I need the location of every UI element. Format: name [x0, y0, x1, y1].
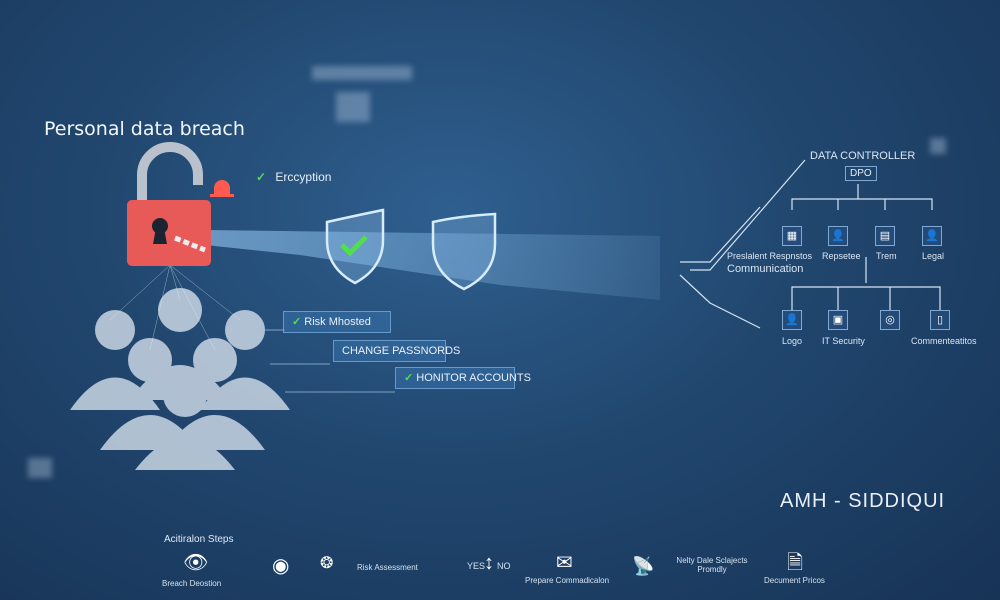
- card-icon: ▤: [875, 226, 895, 246]
- org-chart-lines: [791, 184, 941, 310]
- shield-check-icon: [325, 208, 385, 285]
- action-change-passwords[interactable]: CHANGE PASSNORDS: [333, 340, 460, 362]
- people-group-icon: [70, 288, 290, 470]
- org-dpo[interactable]: DPO: [845, 166, 877, 181]
- satellite-icon: 📡: [632, 556, 655, 576]
- org-communication: Communication: [727, 263, 804, 275]
- step-label: Decument Pricos: [764, 576, 825, 585]
- person-icon: 👤: [828, 226, 848, 246]
- person-icon: 👤: [782, 310, 802, 330]
- encryption-item: ✓ Erccyption: [256, 170, 332, 184]
- chart-icon: ▦: [782, 226, 802, 246]
- org-label: Legal: [922, 251, 945, 261]
- blurred-square: [336, 92, 370, 122]
- org-label: IT Security: [822, 336, 865, 346]
- action-risk-mitigated[interactable]: ✓ Risk Mhosted: [283, 311, 391, 333]
- step-yes: YES: [467, 561, 486, 571]
- step-label: Risk Assessment: [357, 563, 418, 572]
- org-label: Repsetee: [822, 251, 861, 261]
- person-icon: 👤: [922, 226, 942, 246]
- check-icon: ✓: [256, 170, 267, 184]
- alarm-icon: [210, 180, 234, 197]
- up-down-arrow-icon: ↕: [484, 552, 494, 574]
- step-label: Breach Deostion: [162, 579, 222, 588]
- blurred-label: [312, 66, 412, 80]
- document-icon: 🗎: [787, 552, 804, 574]
- org-label: Commenteatitos: [911, 336, 977, 346]
- id-icon: ▣: [828, 310, 848, 330]
- org-label: Logo: [782, 336, 803, 346]
- blurred-square: [930, 138, 946, 154]
- step-no: NO: [497, 561, 511, 571]
- broken-lock-icon: [127, 142, 211, 266]
- check-icon: ✓: [292, 316, 302, 328]
- page-title: Personal data breach: [44, 118, 245, 140]
- org-label: Trem: [876, 251, 897, 261]
- mail-icon: ✉: [556, 552, 573, 574]
- eye-icon: 👁: [183, 552, 209, 574]
- org-header: DATA CONTROLLER: [810, 150, 916, 162]
- globe-icon: ◎: [880, 310, 900, 330]
- action-monitor-accounts[interactable]: ✓ HONITOR ACCOUNTS: [395, 367, 531, 389]
- watermark: AMH - SIDDIQUI: [780, 490, 946, 512]
- eye-icon: ◉: [272, 555, 290, 577]
- steps-title: Acitiralon Steps: [164, 534, 234, 545]
- data-stream: [205, 230, 660, 300]
- shield-icon: [431, 212, 497, 291]
- brain-icon: ❂: [320, 555, 334, 572]
- check-icon: ✓: [404, 372, 414, 384]
- step-label: Nelty Dale Sclajects Promdly: [676, 556, 748, 574]
- blurred-square: [28, 458, 52, 478]
- org-label: Preslalent Respnstos: [727, 251, 813, 261]
- step-label: Prepare Commadicalon: [525, 576, 610, 585]
- document-icon: ▯: [930, 310, 950, 330]
